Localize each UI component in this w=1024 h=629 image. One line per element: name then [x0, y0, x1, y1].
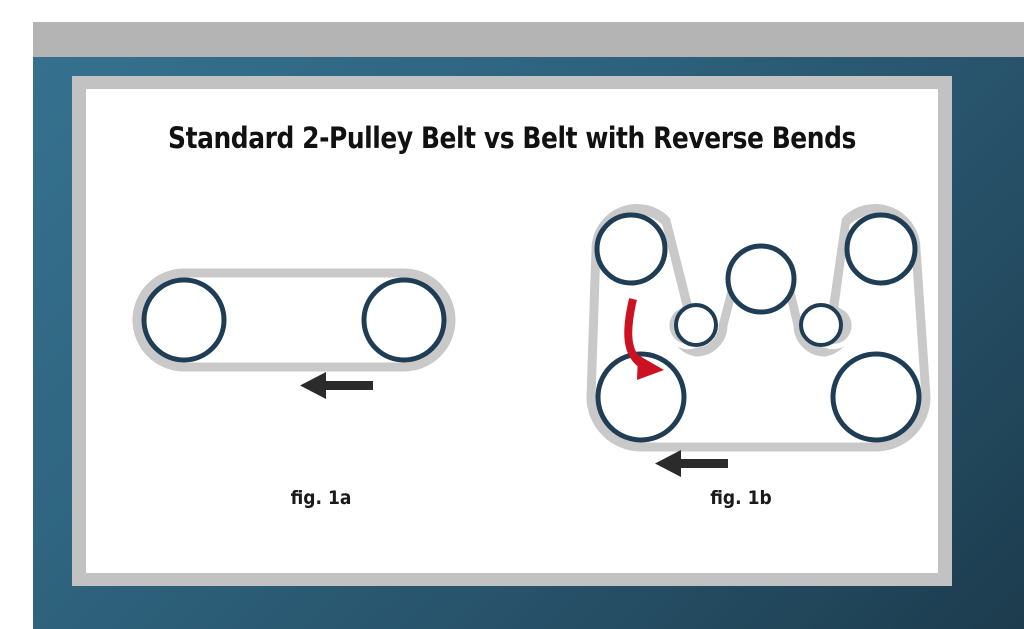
pulley-bottom-right-1b — [830, 351, 922, 443]
pulley-left-1a — [141, 277, 227, 363]
direction-arrow-1a — [300, 372, 373, 399]
pulley-right-1a — [361, 277, 447, 363]
figure-caption-1a: fig. 1a — [290, 487, 352, 509]
diagram-canvas: Standard 2-Pulley Belt vs Belt with Reve… — [86, 89, 938, 573]
pulley-top-right-1b — [844, 212, 918, 286]
pulley-bottom-left-1b — [595, 351, 687, 443]
top-grey-band — [33, 22, 1024, 57]
pulley-top-left-1b — [594, 212, 668, 286]
pulley-center-top-1b — [725, 243, 797, 315]
direction-arrow-1b — [655, 450, 728, 477]
figure-1a-group — [132, 268, 456, 399]
belt-path-1a — [132, 268, 456, 372]
page-title: Standard 2-Pulley Belt vs Belt with Reve… — [168, 121, 856, 155]
reverse-bend-arrow-1b — [624, 298, 664, 380]
pulley-idler-left-1b — [674, 303, 718, 347]
belt-diagram-svg — [132, 204, 931, 477]
pulley-idler-right-1b — [799, 303, 843, 347]
figure-1b-group — [586, 204, 931, 477]
figure-caption-1b: fig. 1b — [710, 487, 772, 509]
